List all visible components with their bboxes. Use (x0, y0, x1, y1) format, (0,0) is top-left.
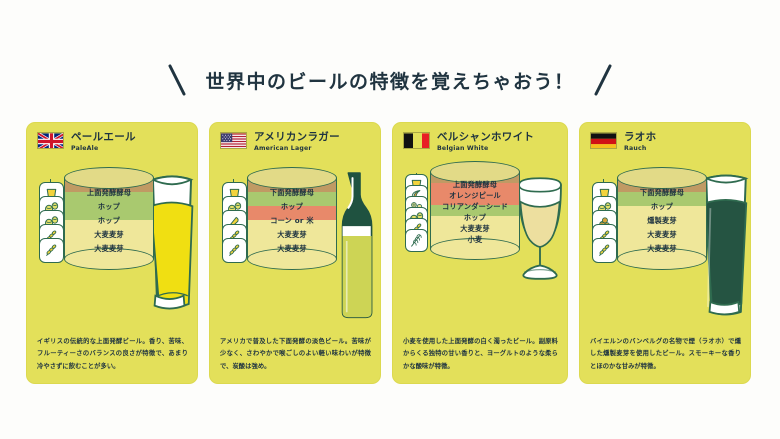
slash-right-icon (591, 63, 613, 97)
ingredient-label: 上面発酵酵母 (86, 187, 132, 197)
barley-icon (222, 238, 247, 263)
ingredient-label: 大麦麦芽 (647, 229, 677, 239)
card-name-en: Rauch (624, 144, 647, 152)
pint-glass-illustration (143, 171, 197, 325)
card-description: バイエルンのバンベルグの名物で煙（ラオホ）で燻した燻製麦芽を使用したビール。スモ… (590, 338, 741, 370)
beer-card-american-lager[interactable]: アメリカンラガー American Lager 下面発酵酵母 ホップ (209, 122, 381, 384)
card-titles: ラオホ Rauch (624, 132, 656, 152)
wheat-icon (405, 229, 428, 252)
ingredient-label: ホップ (97, 215, 121, 225)
beer-card-pale-ale[interactable]: ペールエール PaleAle 上面発酵酵母 ホップ (26, 122, 198, 384)
layer-bottom-curve (616, 248, 707, 270)
ingredient-layer[interactable]: 大麦麦芽 (222, 234, 337, 270)
flag-de-icon (590, 132, 617, 149)
card-name-jp: ペールエール (71, 131, 136, 143)
card-header: ラオホ Rauch (590, 132, 656, 152)
ingredient-barrel: 下面発酵酵母 ホップ コーン or 米 (222, 167, 337, 270)
dark-glass-illustration (698, 171, 750, 325)
barrel-top-lid (64, 167, 154, 189)
ingredient-label: ホップ (463, 213, 487, 222)
ingredient-label: 大麦麦芽 (460, 224, 490, 233)
card-name-jp: ラオホ (624, 131, 657, 143)
ingredient-layer[interactable]: 大麦麦芽 (592, 234, 707, 270)
layer-bottom-curve (63, 248, 154, 270)
flag-uk-icon (37, 132, 64, 149)
ingredient-label: 下面発酵酵母 (269, 187, 315, 197)
card-titles: アメリカンラガー American Lager (254, 132, 340, 152)
card-header: ベルシャンホワイト Belgian White (403, 132, 534, 152)
ingredient-label: 小麦 (467, 235, 483, 244)
ingredient-label: ホップ (650, 201, 674, 211)
card-description: イギリスの伝統的な上面発酵ビール。香り、苦味、フルーティーさのバランスの良さが特… (37, 338, 188, 370)
ingredient-label: オレンジピール (449, 191, 501, 200)
page-title-row: 世界中のビールの特徴を覚えちゃおう！ (0, 58, 780, 102)
card-name-jp: アメリカンラガー (254, 131, 340, 143)
ingredient-barrel: 下面発酵酵母 ホップ 燻製麦芽 (592, 167, 707, 270)
slash-left-icon (167, 63, 189, 97)
beer-card-list: ペールエール PaleAle 上面発酵酵母 ホップ (26, 122, 756, 384)
barrel-top-lid (617, 167, 707, 189)
ingredient-label: 大麦麦芽 (277, 243, 307, 253)
card-description: 小麦を使用した上面発酵の白く濁ったビール。副原料からくる独特の甘い香りと、ヨーグ… (403, 338, 558, 370)
ingredient-label: 大麦麦芽 (277, 229, 307, 239)
ingredient-label: ホップ (280, 201, 304, 211)
beer-card-belgian-white[interactable]: ベルシャンホワイト Belgian White 上面発酵酵母 オレンジピール (392, 122, 568, 384)
tulip-glass-illustration (509, 171, 567, 327)
layer-bottom-curve (246, 248, 337, 270)
flag-be-icon (403, 132, 430, 149)
card-header: ペールエール PaleAle (37, 132, 136, 152)
card-header: アメリカンラガー American Lager (220, 132, 340, 152)
ingredient-label: 下面発酵酵母 (639, 187, 685, 197)
ingredient-label: 燻製麦芽 (647, 215, 677, 225)
card-name-en: PaleAle (71, 144, 99, 152)
ingredient-label: 上面発酵酵母 (452, 180, 498, 189)
beer-card-rauch[interactable]: ラオホ Rauch 下面発酵酵母 ホップ (579, 122, 751, 384)
ingredient-barrel: 上面発酵酵母 オレンジピール コリアンダーシード (405, 161, 520, 260)
ingredient-label: コリアンダーシード (441, 202, 509, 211)
ingredient-label: 大麦麦芽 (94, 229, 124, 239)
barrel-top-lid (247, 167, 337, 189)
barrel-top-lid (430, 161, 520, 183)
card-description: アメリカで普及した下面発酵の淡色ビール。苦味が少なく、さわやかで喉ごしのよい軽い… (220, 338, 371, 370)
barley-icon (39, 238, 64, 263)
green-bottle-illustration (326, 171, 380, 325)
page-title: 世界中のビールの特徴を覚えちゃおう！ (205, 70, 575, 93)
ingredient-layer[interactable]: 大麦麦芽 (39, 234, 154, 270)
card-name-jp: ベルシャンホワイト (437, 131, 535, 143)
ingredient-barrel: 上面発酵酵母 ホップ ホップ (39, 167, 154, 270)
barley-icon (592, 238, 617, 263)
card-titles: ペールエール PaleAle (71, 132, 136, 152)
flag-us-icon (220, 132, 247, 149)
layer-bottom-curve (429, 238, 520, 260)
ingredient-label: 大麦麦芽 (647, 243, 677, 253)
card-titles: ベルシャンホワイト Belgian White (437, 132, 534, 152)
ingredient-label: コーン or 米 (270, 215, 314, 225)
card-name-en: Belgian White (437, 144, 489, 152)
ingredient-label: ホップ (97, 201, 121, 211)
ingredient-layer[interactable]: 小麦 (405, 227, 520, 260)
card-name-en: American Lager (254, 144, 312, 152)
ingredient-label: 大麦麦芽 (94, 243, 124, 253)
